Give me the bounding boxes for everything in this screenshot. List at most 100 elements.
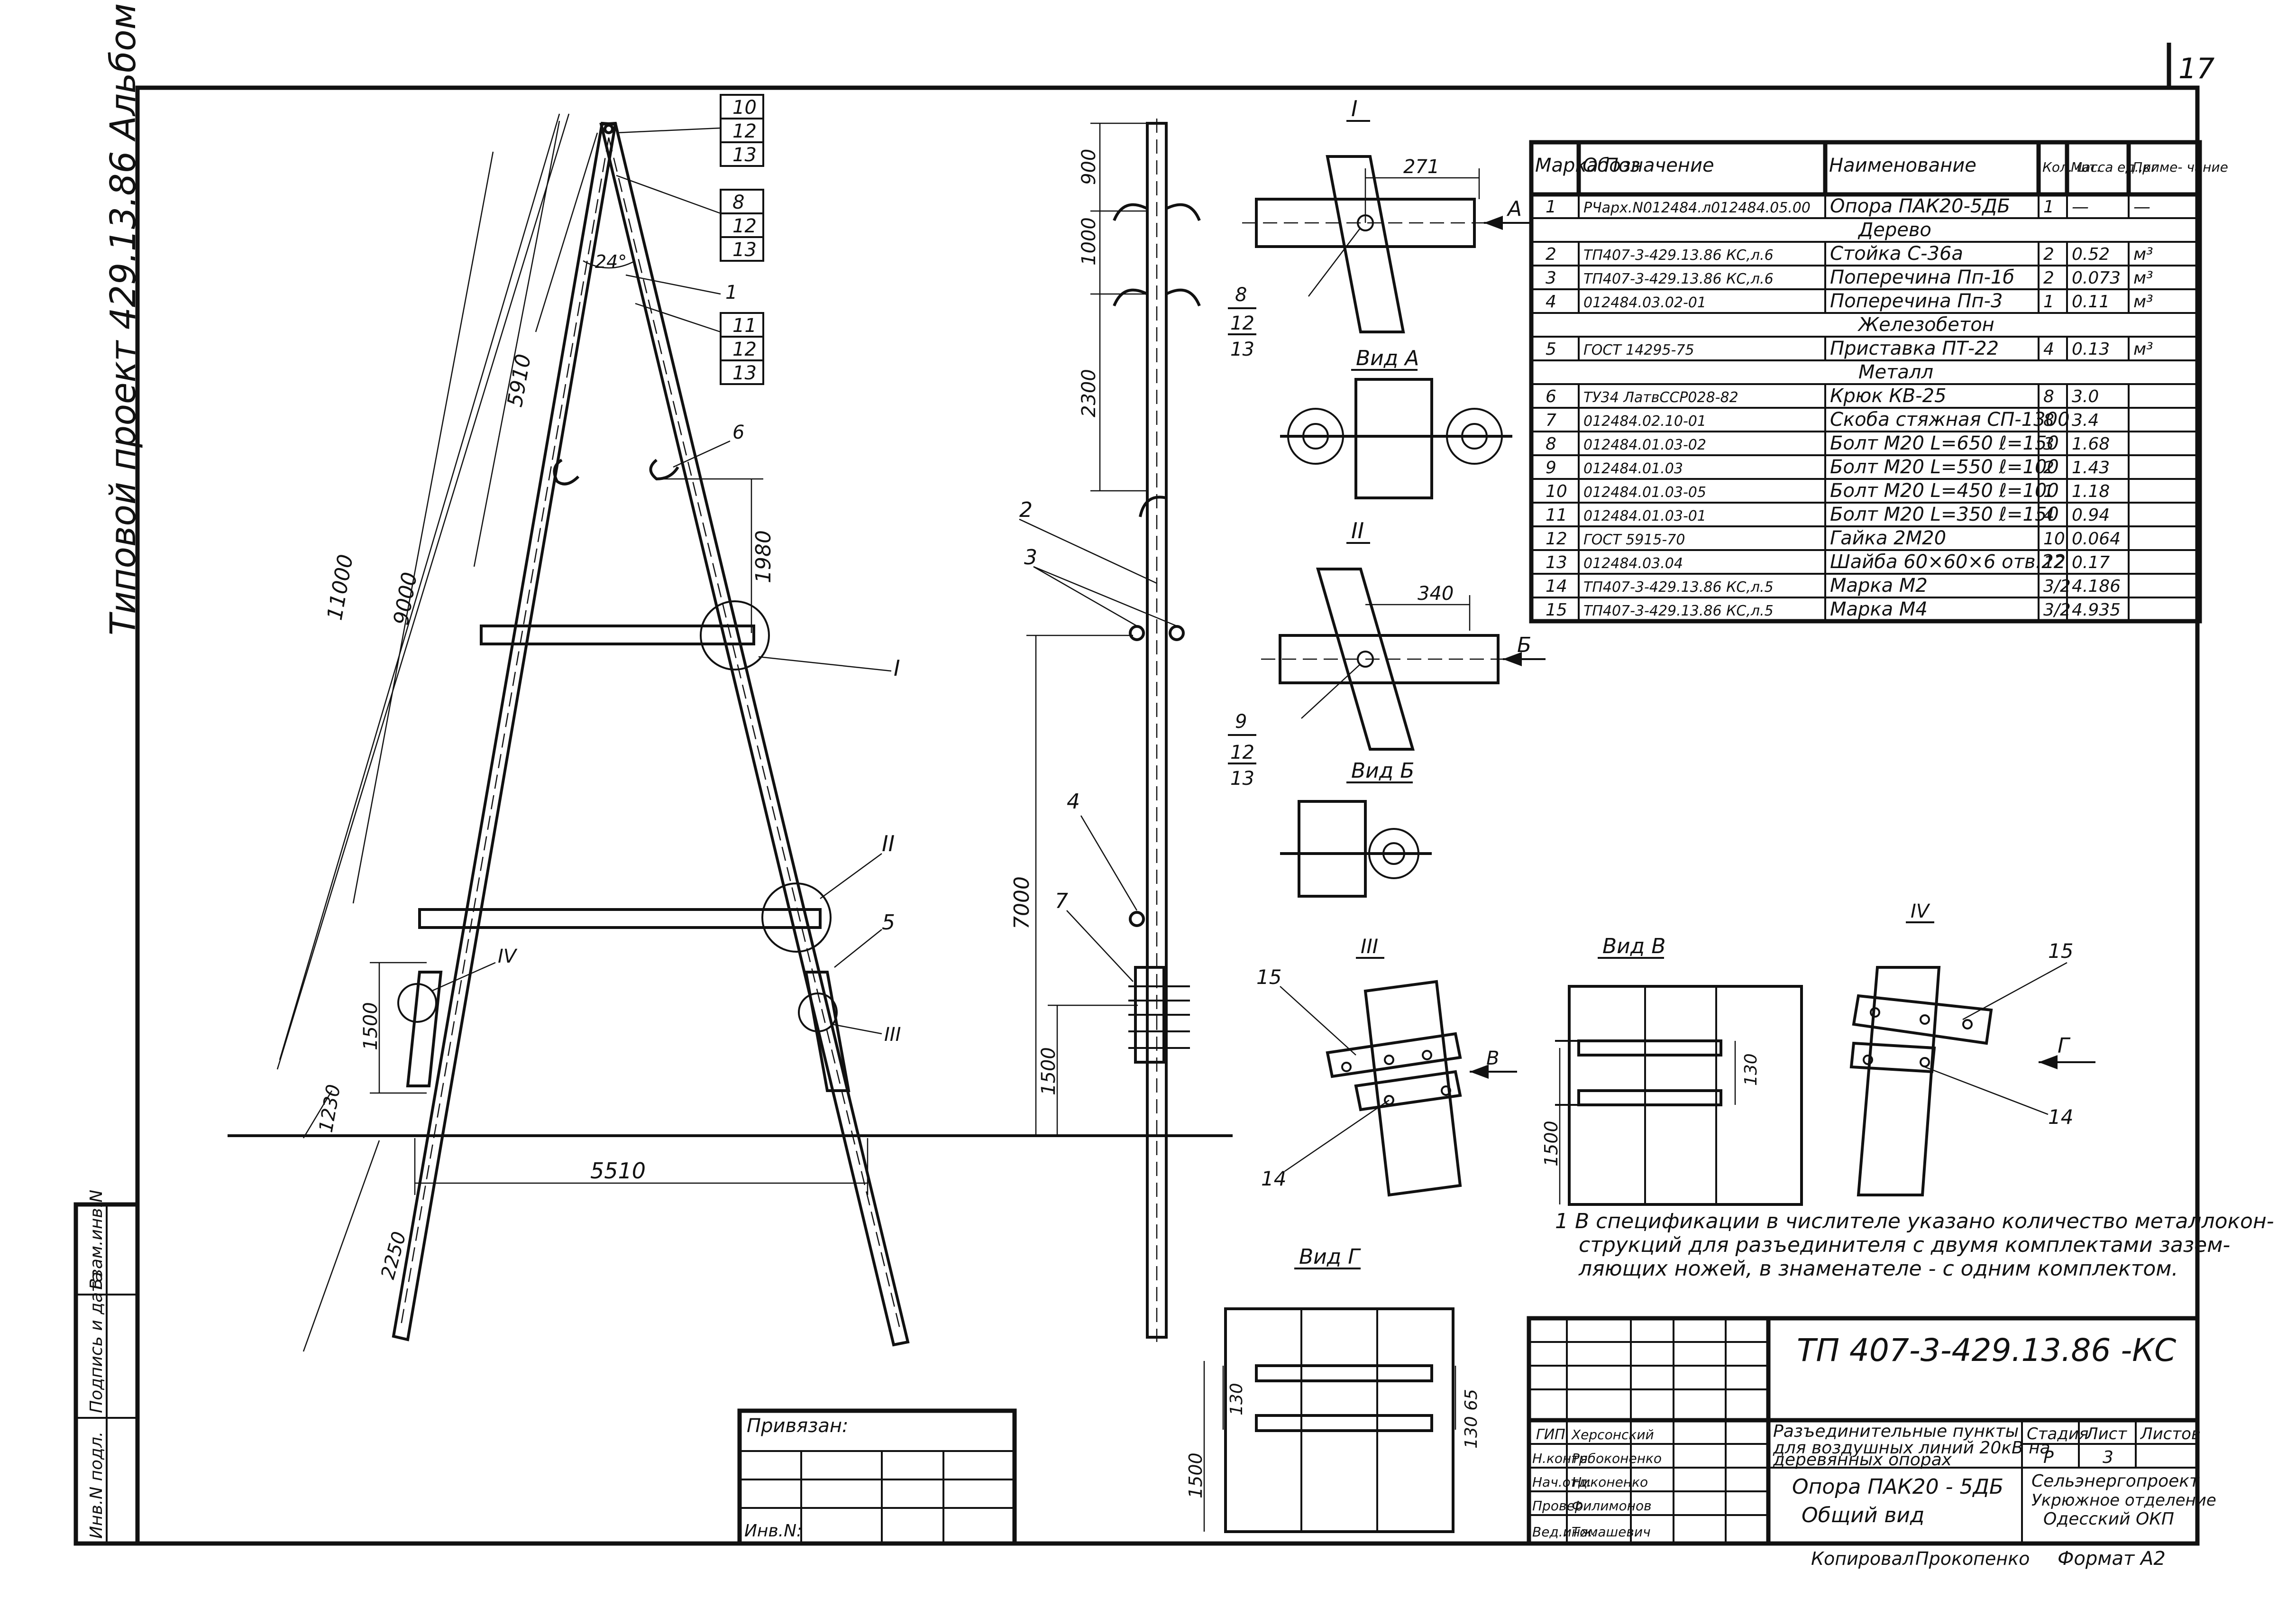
svg-text:340: 340 bbox=[1418, 583, 1454, 605]
svg-text:ляющих ножей, в знаменателе -: ляющих ножей, в знаменателе - с одним ко… bbox=[1578, 1257, 2178, 1281]
svg-text:13: 13 bbox=[732, 362, 757, 384]
svg-text:деревянных опорах: деревянных опорах bbox=[1773, 1450, 1952, 1470]
svg-text:4: 4 bbox=[1067, 790, 1080, 814]
spec-header-cell: Обозначение bbox=[1583, 155, 1714, 176]
spec-cell: м³ bbox=[2133, 268, 2153, 288]
spec-cell: ТП407-3-429.13.86 КС,л.6 bbox=[1583, 271, 1774, 287]
spec-cell: 3 bbox=[2043, 434, 2054, 454]
spec-cell: 3.4 bbox=[2072, 411, 2099, 430]
svg-text:Инв.N:: Инв.N: bbox=[744, 1521, 802, 1541]
svg-text:I: I bbox=[894, 655, 900, 681]
drawing-code: ТП 407-3-429.13.86 -КС bbox=[1797, 1332, 2176, 1369]
svg-text:5510: 5510 bbox=[590, 1158, 646, 1184]
spec-cell: м³ bbox=[2133, 245, 2153, 264]
spec-cell: 8 bbox=[1546, 434, 1556, 454]
spec-cell: Болт М20 L=350 ℓ=150 bbox=[1830, 504, 2059, 525]
spec-group-label: Дерево bbox=[1857, 219, 1931, 241]
spec-cell: 4 bbox=[2043, 340, 2054, 359]
svg-text:Листов: Листов bbox=[2140, 1424, 2201, 1443]
spec-cell: Болт М20 L=650 ℓ=150 bbox=[1830, 432, 2059, 454]
svg-text:12: 12 bbox=[732, 215, 757, 237]
bound-block: Привязан: Инв.N: bbox=[737, 1408, 1017, 1546]
svg-text:Вид А: Вид А bbox=[1356, 346, 1419, 370]
svg-text:1500: 1500 bbox=[360, 1002, 382, 1050]
svg-text:13: 13 bbox=[1230, 339, 1254, 360]
svg-text:130: 130 bbox=[1227, 1383, 1246, 1415]
spec-cell: Скоба стяжная СП-1300 bbox=[1830, 409, 2070, 431]
svg-text:10: 10 bbox=[732, 97, 757, 119]
spec-cell: 13 bbox=[1546, 553, 1567, 572]
svg-text:Вид Б: Вид Б bbox=[1351, 759, 1414, 783]
svg-text:Никоненко: Никоненко bbox=[1572, 1474, 1648, 1490]
svg-text:Лист: Лист bbox=[2085, 1424, 2127, 1443]
svg-text:Инв.N подл.: Инв.N подл. bbox=[87, 1432, 106, 1539]
spec-cell: Болт М20 L=550 ℓ=100 bbox=[1830, 456, 2059, 478]
view-V: Вид В 1500 130 bbox=[1541, 934, 1803, 1206]
spec-cell: 4.935 bbox=[2072, 600, 2121, 620]
spec-cell: 012484.01.03-02 bbox=[1583, 437, 1706, 453]
svg-text:14: 14 bbox=[2048, 1105, 2073, 1129]
copied-by-name: Прокопенко bbox=[1915, 1548, 2030, 1569]
svg-text:8: 8 bbox=[1235, 284, 1247, 306]
detail-I: I 271 А 8 12 13 Вид А bbox=[1228, 96, 1531, 499]
spec-cell: — bbox=[2072, 197, 2089, 217]
spec-cell: м³ bbox=[2133, 292, 2153, 312]
spec-cell: 012484.03.04 bbox=[1583, 555, 1683, 572]
spec-cell: ТП407-3-429.13.86 КС,л.5 bbox=[1583, 603, 1774, 619]
spec-cell: 012484.01.03-05 bbox=[1583, 484, 1706, 501]
svg-text:13: 13 bbox=[732, 239, 757, 261]
spec-cell: 11 bbox=[1546, 505, 1567, 525]
spec-cell: 3 bbox=[1546, 268, 1556, 288]
svg-text:II: II bbox=[882, 831, 895, 856]
spec-cell: 7 bbox=[1546, 411, 1556, 430]
svg-text:для воздушных линий 20кВ на: для воздушных линий 20кВ на bbox=[1773, 1438, 2050, 1458]
svg-text:Общий вид: Общий вид bbox=[1802, 1503, 1924, 1527]
title-block: ТП 407-3-429.13.86 -КС Разъединительные … bbox=[1527, 1316, 2216, 1546]
svg-text:7000: 7000 bbox=[1010, 876, 1034, 929]
svg-text:Б: Б bbox=[1517, 633, 1531, 657]
detail-II: II 340 Б 9 12 13 Вид Б bbox=[1228, 518, 1546, 898]
spec-cell: 0.13 bbox=[2072, 340, 2110, 359]
spec-cell: 1 bbox=[1546, 197, 1556, 217]
svg-text:В: В bbox=[1486, 1047, 1499, 1069]
svg-text:11000: 11000 bbox=[323, 552, 358, 622]
svg-text:Нач.отд.: Нач.отд. bbox=[1532, 1474, 1592, 1490]
side-elevation: 900 1000 2300 7000 1500 2 3 4 7 bbox=[1010, 119, 1201, 1342]
detail-IV: IV 15 14 Г bbox=[1849, 900, 2095, 1196]
svg-text:А: А bbox=[1506, 197, 1522, 221]
drawing-frame bbox=[135, 85, 2200, 1546]
svg-text:2: 2 bbox=[1019, 498, 1033, 522]
spec-header-cell: Марка Поз bbox=[1535, 155, 1640, 176]
svg-text:Провер.: Провер. bbox=[1532, 1498, 1587, 1514]
format-label: Формат А2 bbox=[2058, 1548, 2166, 1570]
spec-cell: Гайка 2М20 bbox=[1830, 527, 1946, 549]
svg-text:13: 13 bbox=[1230, 768, 1254, 790]
svg-text:Взам.инв.N: Взам.инв.N bbox=[87, 1190, 106, 1290]
spec-header-cell: Масса ед.,кг bbox=[2071, 159, 2158, 175]
svg-text:Подпись и дата: Подпись и дата bbox=[87, 1272, 106, 1413]
svg-text:5910: 5910 bbox=[503, 352, 536, 409]
spec-cell: 1 bbox=[2043, 197, 2054, 217]
svg-text:6: 6 bbox=[732, 422, 744, 443]
spec-cell: 15 bbox=[1546, 600, 1567, 620]
detail-III: III 15 14 В bbox=[1256, 935, 1517, 1197]
spec-cell: 4 bbox=[1546, 292, 1556, 312]
svg-text:IV: IV bbox=[1911, 900, 1930, 922]
spec-cell: 12 bbox=[2043, 553, 2065, 572]
spec-cell: 1.43 bbox=[2072, 458, 2110, 478]
spec-cell: Стойка С-36а bbox=[1830, 243, 1963, 265]
spec-cell: Шайба 60×60×6 отв.22 bbox=[1830, 551, 2066, 573]
svg-text:II: II bbox=[1351, 518, 1364, 543]
spec-cell: ГОСТ 5915-70 bbox=[1583, 532, 1685, 548]
svg-text:12: 12 bbox=[732, 120, 757, 142]
svg-text:9: 9 bbox=[1235, 711, 1247, 733]
spec-header-cell: Приме- чание bbox=[2132, 159, 2228, 175]
spec-cell: 6 bbox=[1546, 387, 1556, 406]
svg-text:Вид Г: Вид Г bbox=[1299, 1245, 1361, 1269]
svg-text:271: 271 bbox=[1403, 156, 1439, 178]
svg-text:1500: 1500 bbox=[1038, 1047, 1060, 1095]
spec-cell: — bbox=[2133, 197, 2150, 217]
svg-text:1980: 1980 bbox=[751, 530, 776, 583]
svg-text:III: III bbox=[1361, 935, 1378, 958]
